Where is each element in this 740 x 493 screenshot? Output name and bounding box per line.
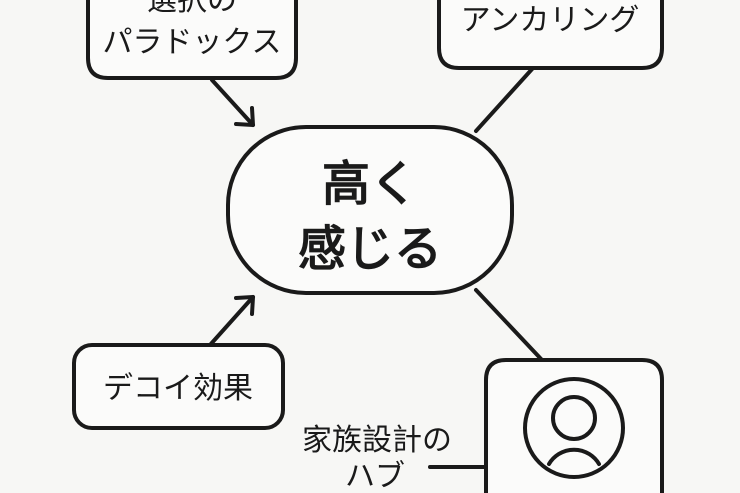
connector-choice-to-center	[210, 78, 255, 127]
hub-label-line2: ハブ	[345, 459, 405, 493]
node-label: デコイ効果	[103, 371, 253, 406]
node-choice-paradox[interactable]: 選択の パラドックス	[86, 0, 298, 80]
connector-center-to-hub	[474, 288, 544, 362]
center-label-line1: 高く	[322, 156, 418, 212]
node-label-line1: 選択の	[147, 0, 237, 18]
node-decoy-effect[interactable]: デコイ効果	[72, 343, 285, 430]
node-family-hub[interactable]	[484, 358, 664, 493]
node-center[interactable]: 高く 感じる	[226, 125, 514, 295]
node-label-line2: パラドックス	[102, 25, 281, 60]
user-circle-icon	[523, 377, 625, 479]
center-label-line2: 感じる	[298, 221, 442, 277]
node-anchoring[interactable]: アンカリング	[437, 0, 664, 70]
connector-decoy-to-center	[208, 295, 255, 347]
hub-label-line1: 家族設計の	[302, 423, 452, 458]
node-label: アンカリング	[461, 3, 640, 38]
connector-anchoring-to-center	[474, 66, 535, 133]
